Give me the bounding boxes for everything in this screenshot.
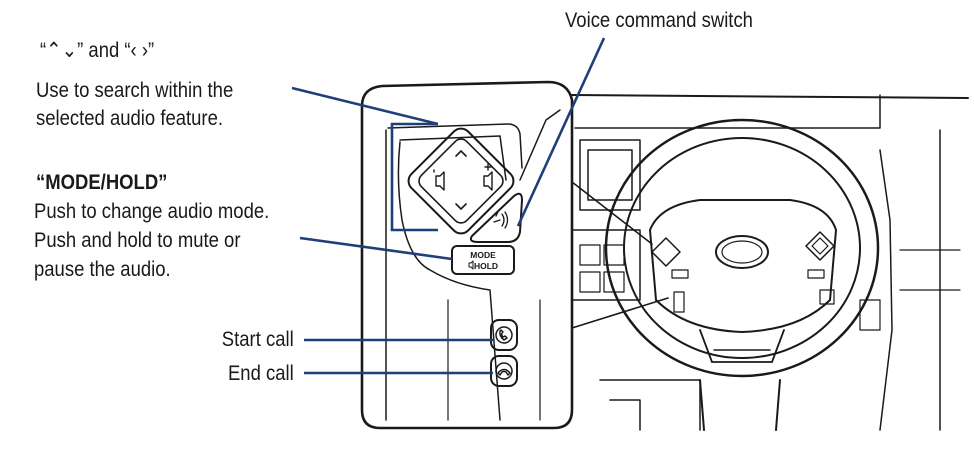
mute-icon [468,260,474,270]
arrows-callout-line3: selected audio feature. [36,107,223,130]
dashboard-illustration [571,94,969,431]
leader-lines [291,37,606,375]
zoom-panel: MODE HOLD [360,80,669,430]
mode-button-text-line2: HOLD [474,261,498,271]
voice-command-icon [493,211,509,229]
phone-end-icon [497,368,511,376]
mode-button-text-line1: MODE [470,250,496,260]
start-call-label: Start call [222,328,294,351]
voice-command-label: Voice command switch [565,9,753,32]
mode-hold-title: “MODE/HOLD” [36,171,168,194]
end-call-button[interactable] [490,355,518,387]
mode-hold-button[interactable]: MODE HOLD [451,245,515,275]
mode-hold-desc-line1: Push to change audio mode. [34,200,270,223]
mode-hold-leader [299,236,453,261]
mode-hold-desc-line2: Push and hold to mute or [34,229,241,252]
volume-down-icon [433,169,445,191]
mode-hold-desc-line3: pause the audio. [34,258,171,281]
arrows-callout-line1: “⌃⌄” and “‹ ›” [40,38,154,64]
volume-up-icon [483,163,493,191]
arrows-callout-line2: Use to search within the [36,79,234,102]
arrow-pad[interactable] [404,124,517,237]
arrow-pad-bracket [390,122,438,232]
chevron-up-icon [455,150,467,157]
start-call-button[interactable] [490,319,518,351]
voice-command-button[interactable] [469,192,523,243]
arrows-label: “⌃⌄” and “‹ ›” [40,39,155,62]
arrows-leader [291,86,439,126]
voice-command-leader [516,37,606,227]
chevron-down-icon [455,203,467,210]
end-call-label: End call [228,362,294,385]
phone-start-icon [499,329,508,341]
